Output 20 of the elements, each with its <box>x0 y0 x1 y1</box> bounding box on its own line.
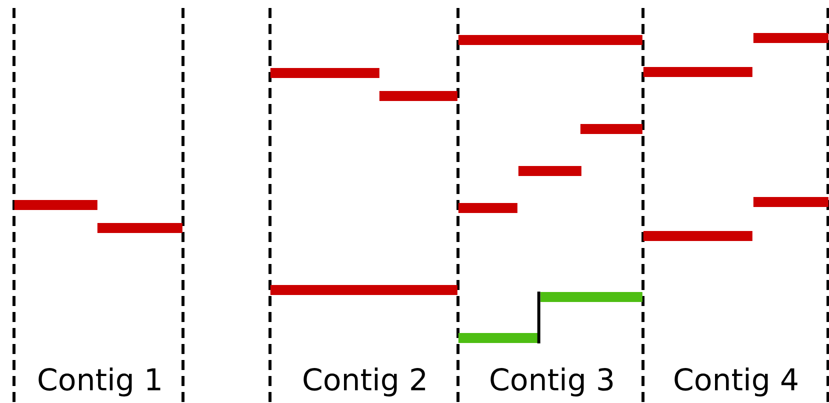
read-bar <box>540 292 642 302</box>
read-bar <box>379 91 458 101</box>
read-bar <box>518 166 582 176</box>
contig-label: Contig 1 <box>34 365 166 399</box>
contig-label: Contig 4 <box>670 365 802 399</box>
read-bar <box>458 203 518 213</box>
read-bar <box>458 35 642 45</box>
read-bar <box>458 333 538 343</box>
read-bar <box>270 68 380 78</box>
read-bar <box>643 231 752 241</box>
contig-label: Contig 2 <box>300 365 430 399</box>
connector-line <box>537 292 540 344</box>
read-bar <box>753 197 828 207</box>
contig-label: Contig 3 <box>486 365 618 399</box>
read-bar <box>643 67 752 77</box>
read-bar <box>753 33 828 43</box>
read-bar <box>580 124 642 134</box>
read-bar <box>14 200 98 210</box>
read-bar <box>97 223 182 233</box>
read-bar <box>270 285 458 295</box>
